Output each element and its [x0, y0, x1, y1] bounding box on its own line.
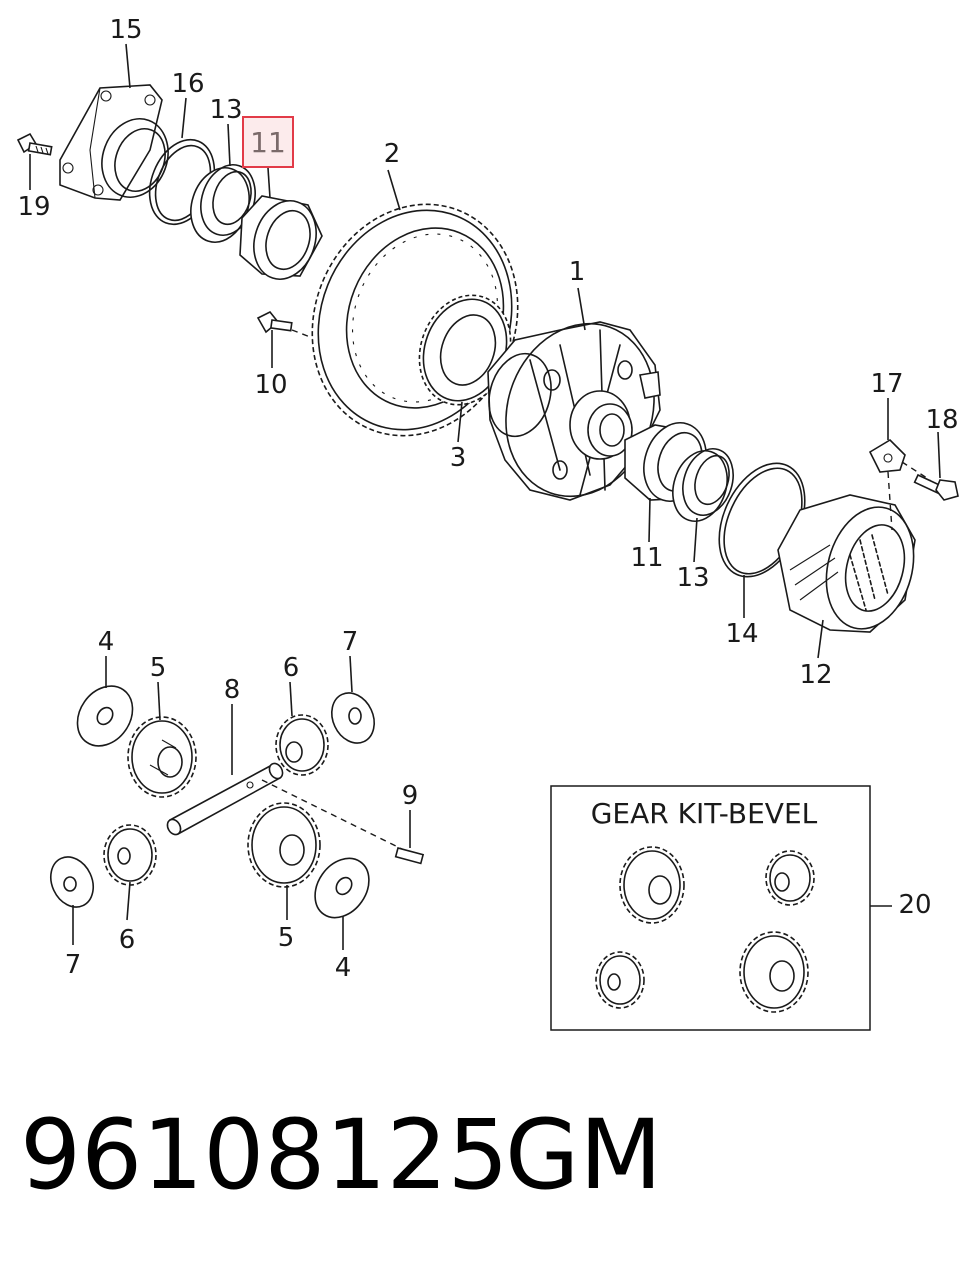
callout-4-bottom: 4 — [335, 953, 352, 983]
callout-1: 1 — [569, 257, 586, 287]
part-4-washer-left — [76, 685, 134, 747]
kit-pinion-1 — [765, 850, 815, 906]
callout-13-top: 13 — [209, 95, 242, 125]
part-number: 96108125 — [20, 1099, 509, 1211]
part-13-seal-top — [190, 164, 256, 243]
callout-20: 20 — [898, 890, 931, 920]
callout-5-top: 5 — [150, 653, 167, 683]
part-19-bolt — [16, 132, 53, 156]
part-5-side-gear-bottom — [247, 802, 321, 888]
part-1-differential-case — [487, 321, 661, 501]
callout-13-lower: 13 — [676, 563, 709, 593]
kit-pinion-2 — [595, 951, 645, 1009]
leader-lines — [29, 43, 941, 950]
part-18-bolt — [913, 473, 959, 501]
callout-12: 12 — [799, 660, 832, 690]
kit-side-gear-1 — [619, 846, 685, 924]
callout-8: 8 — [224, 675, 241, 705]
part-9-lock-pin — [394, 847, 425, 865]
callout-11-lower: 11 — [630, 543, 663, 573]
callout-15: 15 — [109, 15, 142, 45]
callout-19: 19 — [17, 192, 50, 222]
gear-kit-box: GEAR KIT-BEVEL — [550, 785, 871, 1031]
part-15-flange-housing — [59, 84, 169, 201]
part-10-bolt — [256, 310, 319, 341]
callout-18: 18 — [925, 405, 958, 435]
callout-labels: 15 16 13 11 19 2 1 10 3 17 18 11 13 14 1… — [17, 15, 958, 983]
part-13-seal-lower — [672, 448, 734, 522]
gear-kit-title: GEAR KIT-BEVEL — [591, 797, 818, 830]
part-17-lock-plate — [868, 438, 931, 531]
part-5-side-gear-left — [127, 716, 197, 798]
callout-14: 14 — [725, 619, 758, 649]
part-4-washer-right — [314, 857, 370, 919]
callout-5-bottom: 5 — [278, 923, 295, 953]
brand-name: GM — [505, 1099, 662, 1211]
part-7-washer-bottom — [50, 856, 94, 908]
callout-17: 17 — [870, 369, 903, 399]
callout-6-bottom: 6 — [119, 925, 136, 955]
callout-16: 16 — [171, 69, 204, 99]
part-8-pinion-shaft — [166, 762, 409, 853]
kit-side-gear-2 — [739, 931, 809, 1013]
part-6-pinion-bottom — [103, 824, 157, 886]
part-11-bearing-top — [239, 195, 323, 280]
part-6-pinion-top — [275, 714, 329, 776]
callout-2: 2 — [384, 139, 401, 169]
callout-10: 10 — [254, 370, 287, 400]
highlight-box-11 — [242, 116, 294, 168]
part-7-washer-top — [331, 692, 375, 744]
callout-7-top: 7 — [342, 627, 359, 657]
callout-3: 3 — [450, 443, 467, 473]
callout-11-top: 11 — [250, 126, 286, 159]
callout-9: 9 — [402, 781, 419, 811]
callout-4-top: 4 — [98, 627, 115, 657]
footer: 96108125 GM — [20, 1099, 662, 1211]
part-12-retainer — [777, 494, 916, 633]
callout-6-top: 6 — [283, 653, 300, 683]
callout-7-bottom: 7 — [65, 950, 82, 980]
